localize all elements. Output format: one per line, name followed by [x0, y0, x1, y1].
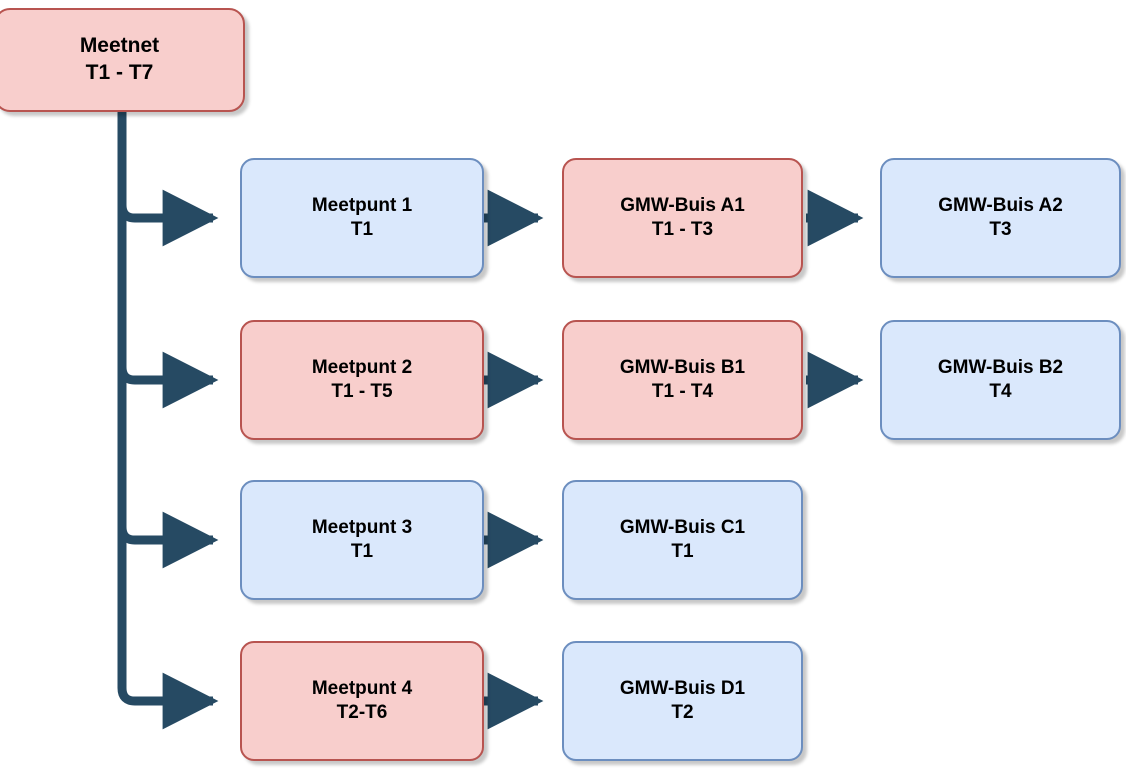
node-gmw-buis-a1-line1: GMW-Buis A1	[620, 194, 745, 216]
node-gmw-buis-b1[interactable]: GMW-Buis B1 T1 - T4	[562, 320, 803, 440]
node-meetpunt-1-line1: Meetpunt 1	[311, 194, 413, 216]
node-gmw-buis-d1[interactable]: GMW-Buis D1 T2	[562, 641, 803, 761]
node-gmw-buis-a2-line2: T3	[989, 219, 1012, 240]
node-meetpunt-4-line2: T2-T6	[336, 702, 388, 723]
node-gmw-buis-c1[interactable]: GMW-Buis C1 T1	[562, 480, 803, 600]
node-gmw-buis-b1-line1: GMW-Buis B1	[619, 356, 746, 378]
node-gmw-buis-a1[interactable]: GMW-Buis A1 T1 - T3	[562, 158, 803, 278]
node-gmw-buis-d1-line2: T2	[671, 702, 694, 723]
node-meetpunt-3-line2: T1	[350, 541, 374, 562]
node-gmw-buis-c1-line2: T1	[671, 541, 694, 562]
node-gmw-buis-c1-line1: GMW-Buis C1	[619, 516, 746, 538]
node-meetpunt-4-line1: Meetpunt 4	[311, 677, 413, 699]
node-gmw-buis-b1-line2: T1 - T4	[651, 381, 714, 402]
node-gmw-buis-b2[interactable]: GMW-Buis B2 T4	[880, 320, 1121, 440]
node-gmw-buis-b2-line1: GMW-Buis B2	[937, 356, 1064, 378]
node-meetpunt-2[interactable]: Meetpunt 2 T1 - T5	[240, 320, 484, 440]
node-gmw-buis-a1-line2: T1 - T3	[651, 219, 714, 240]
trunk-branch-row-4	[117, 112, 219, 730]
trunk-branch-row-3	[117, 112, 219, 569]
node-gmw-buis-a2[interactable]: GMW-Buis A2 T3	[880, 158, 1121, 278]
node-meetnet[interactable]: Meetnet T1 - T7	[0, 8, 245, 112]
node-meetpunt-3-line1: Meetpunt 3	[311, 516, 413, 538]
node-meetpunt-1-line2: T1	[350, 219, 374, 240]
node-meetpunt-1[interactable]: Meetpunt 1 T1	[240, 158, 484, 278]
node-meetpunt-4[interactable]: Meetpunt 4 T2-T6	[240, 641, 484, 761]
node-meetpunt-2-line2: T1 - T5	[331, 381, 393, 402]
node-meetnet-line1: Meetnet	[79, 34, 160, 58]
node-gmw-buis-d1-line1: GMW-Buis D1	[619, 677, 746, 699]
node-gmw-buis-a2-line1: GMW-Buis A2	[938, 194, 1063, 216]
trunk-branch-row-1	[117, 112, 219, 247]
node-gmw-buis-b2-line2: T4	[989, 381, 1012, 402]
node-meetpunt-2-line1: Meetpunt 2	[311, 356, 413, 378]
node-meetnet-line2: T1 - T7	[85, 61, 154, 84]
trunk-branch-row-2	[117, 112, 219, 409]
node-meetpunt-3[interactable]: Meetpunt 3 T1	[240, 480, 484, 600]
